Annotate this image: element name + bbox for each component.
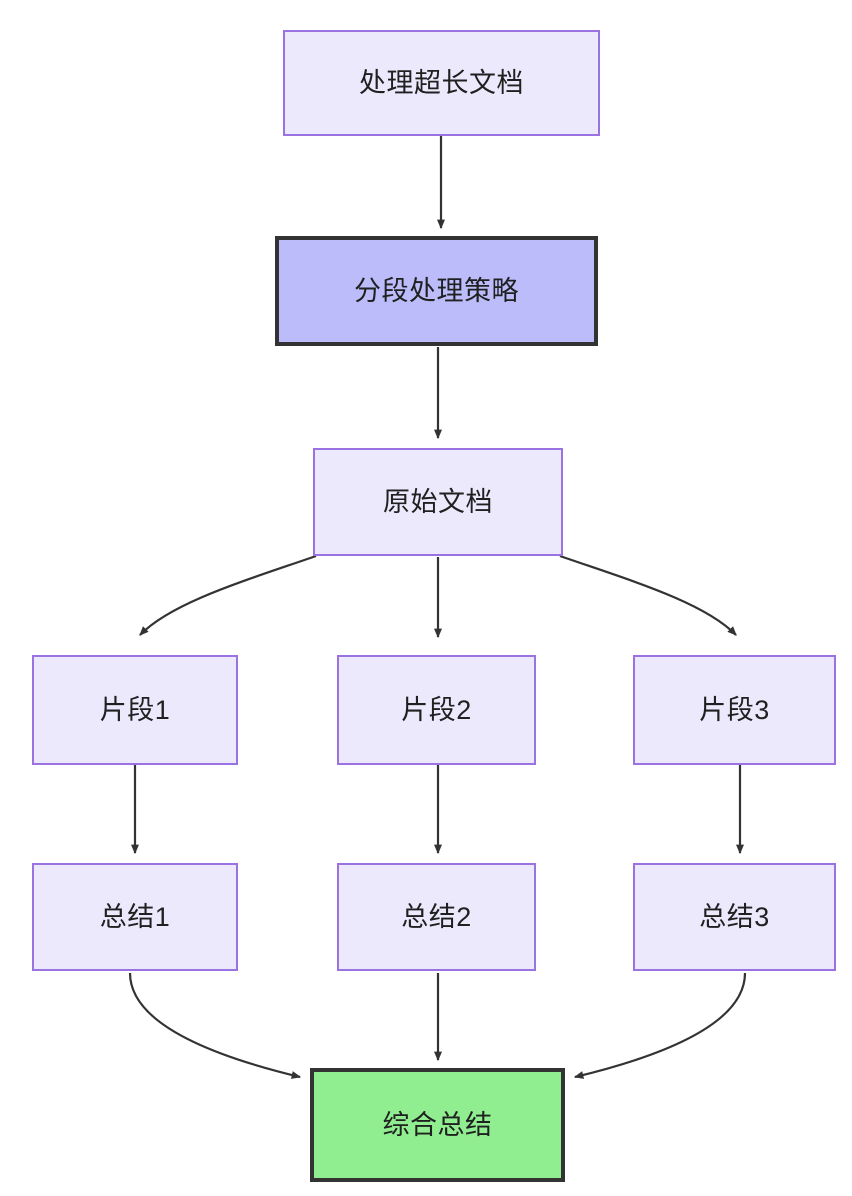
edge-source-to-chunk1 <box>139 554 317 636</box>
node-source[interactable]: 原始文档 <box>313 448 563 556</box>
node-chunk1-label: 片段1 <box>99 694 171 725</box>
node-chunk3[interactable]: 片段3 <box>633 655 836 765</box>
edge-source-to-chunk3 <box>559 554 737 636</box>
node-strategy[interactable]: 分段处理策略 <box>275 236 598 346</box>
node-chunk2-label: 片段2 <box>401 694 472 725</box>
node-summary2[interactable]: 总结2 <box>337 863 536 971</box>
node-root[interactable]: 处理超长文档 <box>283 30 600 136</box>
edge-summary3-to-final <box>573 972 747 1079</box>
node-chunk1[interactable]: 片段1 <box>32 655 238 765</box>
node-summary1-label: 总结1 <box>99 901 171 932</box>
node-chunk2[interactable]: 片段2 <box>337 655 536 765</box>
node-source-label: 原始文档 <box>383 486 493 517</box>
node-strategy-label: 分段处理策略 <box>354 275 519 306</box>
node-summary3-label: 总结3 <box>699 901 770 932</box>
node-final[interactable]: 综合总结 <box>310 1068 565 1182</box>
node-summary1[interactable]: 总结1 <box>32 863 238 971</box>
node-root-label: 处理超长文档 <box>359 67 524 98</box>
node-chunk3-label: 片段3 <box>699 694 770 725</box>
node-summary2-label: 总结2 <box>401 901 472 932</box>
node-summary3[interactable]: 总结3 <box>633 863 836 971</box>
node-final-label: 综合总结 <box>382 1109 493 1140</box>
edge-summary1-to-final <box>128 972 302 1079</box>
